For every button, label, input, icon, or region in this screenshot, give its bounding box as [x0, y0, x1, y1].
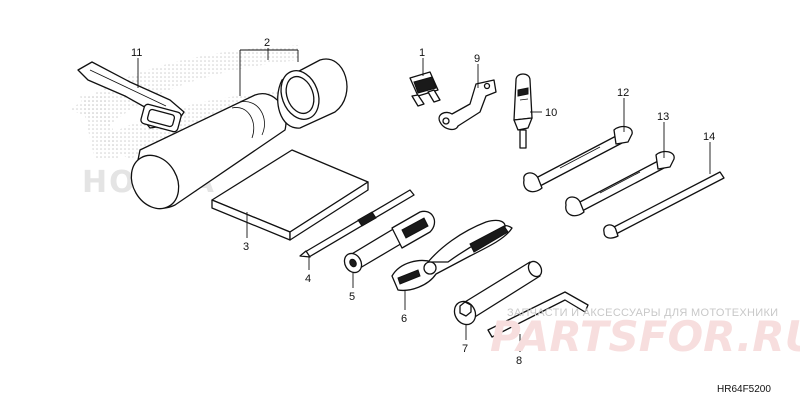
callout-12: 12	[617, 87, 629, 99]
part-12-wrench	[523, 125, 633, 193]
callout-10: 10	[545, 107, 557, 119]
callout-14: 14	[703, 131, 715, 143]
leader-lines	[137, 48, 711, 352]
callout-numbers: 1 2 3 4 5 6 7 8 9 10 11 12 13 14	[131, 37, 715, 367]
part-11-strap	[77, 61, 185, 133]
part-9-bracket	[438, 79, 497, 131]
callout-5: 5	[349, 291, 355, 303]
part-6-pliers	[391, 219, 513, 292]
callout-11: 11	[131, 47, 142, 59]
part-2-tool-bag-cap	[277, 58, 348, 129]
part-5-screwdriver-handle	[343, 210, 436, 274]
part-4-screwdriver-shaft	[299, 189, 415, 258]
part-2-tool-bag	[130, 93, 287, 210]
part-3-manual	[211, 149, 369, 241]
drawing-code: HR64F5200	[717, 384, 771, 395]
callout-9: 9	[474, 53, 480, 65]
part-13-wrench	[565, 150, 675, 217]
callout-13: 13	[657, 111, 669, 123]
part-1-fuse-puller	[409, 71, 441, 107]
callout-2: 2	[264, 37, 270, 49]
part-7-box-spanner	[453, 260, 543, 326]
callout-7: 7	[462, 343, 468, 355]
watermark-brand: PARTSFOR.RU	[490, 312, 800, 361]
part-8-hex-key	[487, 291, 589, 338]
part-14-rod	[603, 171, 725, 239]
callout-1: 1	[419, 47, 425, 59]
partsfor-watermark: ЗАПЧАСТИ И АКСЕССУАРЫ ДЛЯ МОТОТЕХНИКИ PA…	[490, 307, 800, 361]
callout-6: 6	[401, 313, 407, 325]
callout-3: 3	[243, 241, 249, 253]
callout-4: 4	[305, 273, 311, 285]
callout-8: 8	[516, 355, 522, 367]
watermark-tagline: ЗАПЧАСТИ И АКСЕССУАРЫ ДЛЯ МОТОТЕХНИКИ	[507, 307, 778, 319]
part-10-handle-tool	[513, 73, 533, 149]
